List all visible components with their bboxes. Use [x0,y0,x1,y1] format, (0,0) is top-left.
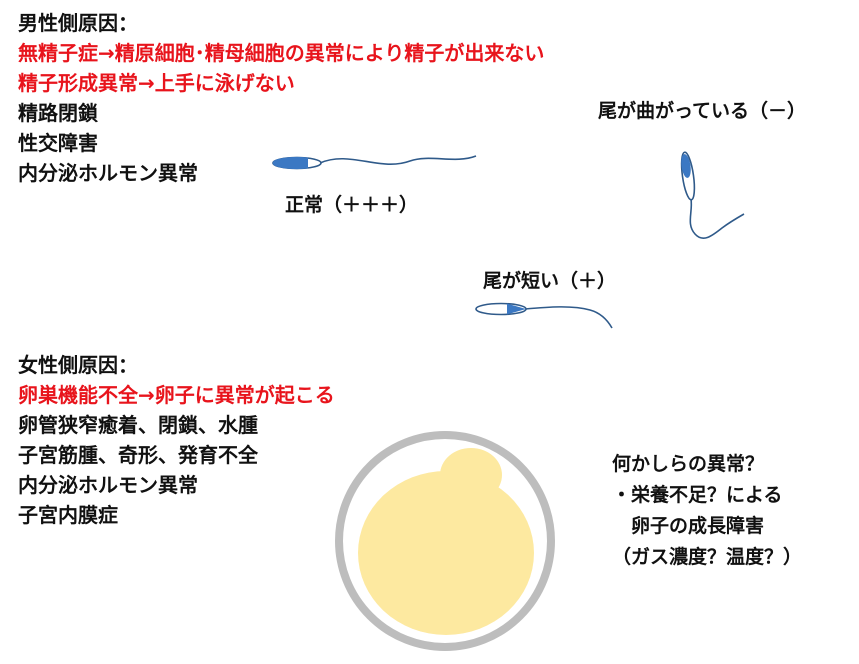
female-causes: 女性側原因： 卵巣機能不全→卵子に異常が起こる 卵管狭窄癒着、閉鎖、水腫 子宮筋… [18,350,335,530]
short-sperm-head-fill [507,303,526,315]
egg-illustration [335,431,555,651]
short-sperm-label: 尾が短い（＋） [483,270,617,292]
female-cause-2: 卵管狭窄癒着、閉鎖、水腫 [18,413,258,437]
egg-cell [358,471,534,635]
egg-note-line-2: ・栄養不足？による [612,484,783,506]
bent-tail-sperm [680,151,745,239]
bent-sperm-label: 尾が曲がっている（－） [598,100,807,122]
male-cause-4: 性交障害 [18,131,98,155]
egg-abnormality-note: 何かしらの異常？ ・栄養不足？による 卵子の成長障害 （ガス濃度？温度？） [612,449,802,573]
bent-sperm-tail [689,198,745,239]
normal-sperm [272,155,477,170]
male-cause-2: 精子形成異常→上手に泳げない [18,71,295,95]
female-cause-5: 子宮内膜症 [18,503,118,527]
male-cause-3: 精路閉鎖 [18,101,98,125]
normal-sperm-tail [319,155,477,165]
male-causes: 男性側原因： 無精子症→精原細胞･精母細胞の異常により精子が出来ない 精子形成異… [18,8,544,188]
male-cause-5: 内分泌ホルモン異常 [18,161,198,185]
egg-note-line-3: 卵子の成長障害 [612,515,765,537]
female-cause-1: 卵巣機能不全→卵子に異常が起こる [18,383,335,407]
short-sperm-tail [524,306,613,329]
female-cause-4: 内分泌ホルモン異常 [18,473,198,497]
male-heading: 男性側原因： [18,11,138,35]
normal-sperm-label: 正常（＋＋＋） [285,194,419,216]
normal-sperm-head-fill [272,156,308,170]
egg-note-line-4: （ガス濃度？温度？） [612,546,803,568]
female-heading: 女性側原因： [18,353,138,377]
female-cause-3: 子宮筋腫、奇形、発育不全 [18,443,258,467]
egg-note-line-1: 何かしらの異常？ [612,453,765,475]
short-tail-sperm [475,302,613,329]
bent-sperm-head-fill [681,154,691,178]
male-cause-1: 無精子症→精原細胞･精母細胞の異常により精子が出来ない [18,41,545,65]
